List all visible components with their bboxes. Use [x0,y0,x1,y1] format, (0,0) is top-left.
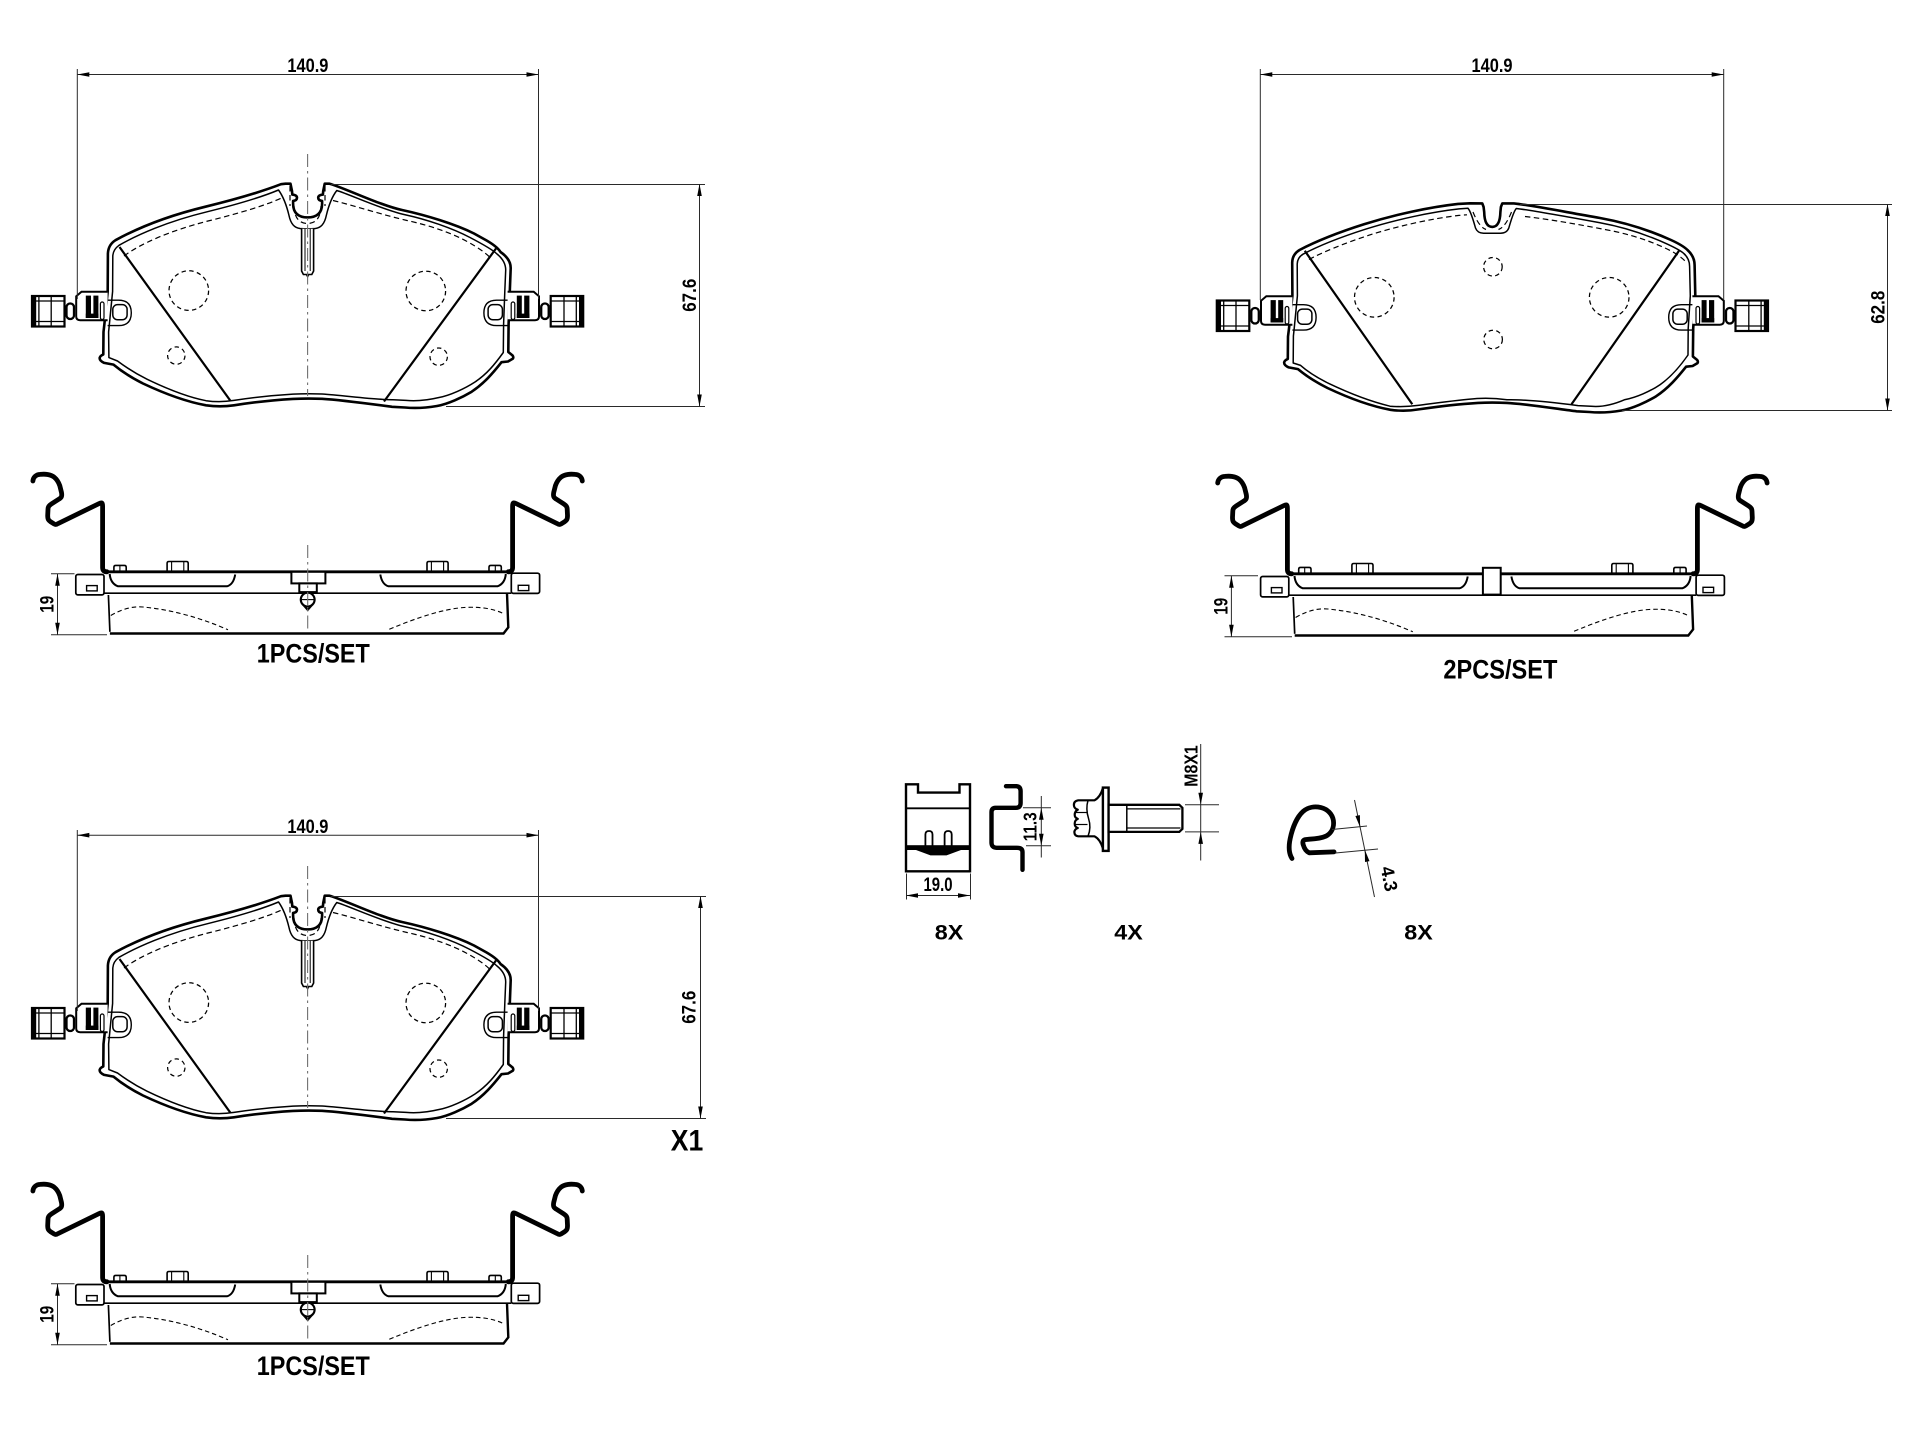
svg-text:11.3: 11.3 [1020,812,1041,841]
svg-text:67.6: 67.6 [680,279,701,312]
svg-text:4X: 4X [1114,921,1143,945]
svg-text:140.9: 140.9 [1472,56,1513,77]
svg-text:1PCS/SET: 1PCS/SET [257,1351,370,1381]
svg-text:2PCS/SET: 2PCS/SET [1443,655,1557,685]
svg-text:67.6: 67.6 [680,991,701,1024]
svg-text:X1: X1 [671,1125,704,1158]
svg-text:19.0: 19.0 [924,875,953,896]
svg-text:1PCS/SET: 1PCS/SET [257,639,370,669]
svg-text:M8X1: M8X1 [1181,745,1202,787]
svg-text:19: 19 [38,596,59,613]
svg-text:140.9: 140.9 [287,817,328,838]
svg-text:8X: 8X [1404,921,1433,945]
svg-text:62.8: 62.8 [1869,291,1890,324]
svg-text:140.9: 140.9 [287,56,328,77]
svg-text:19: 19 [38,1306,59,1323]
svg-text:8X: 8X [935,921,964,945]
svg-text:19: 19 [1211,598,1232,615]
svg-text:4.3: 4.3 [1377,864,1402,893]
